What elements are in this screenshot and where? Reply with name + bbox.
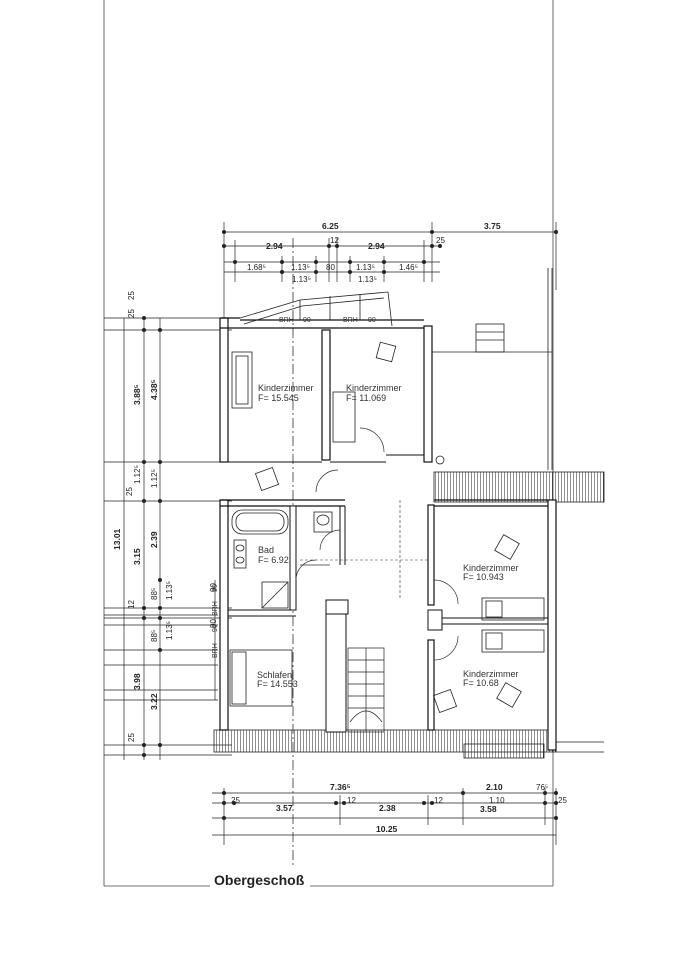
dim-left-3-15: 3.15 <box>132 548 142 565</box>
room-area-kinder1: F= 15.545 <box>258 393 299 403</box>
dim-top-1-13-a: 1.13⁵ <box>291 263 310 272</box>
window-label-brh-2: BRH <box>343 317 358 324</box>
dim-bottom-2-38: 2.38 <box>379 803 396 813</box>
door-swings <box>295 427 459 661</box>
interior-walls <box>228 454 548 733</box>
dim-bottom-2-10: 2.10 <box>486 782 503 792</box>
dim-left-1-13-a: 1.13⁵ <box>165 581 174 600</box>
dim-top-80: 80 <box>326 263 335 272</box>
dim-left-90-a: 90 <box>209 583 218 592</box>
dim-left-88-b: 88⁵ <box>150 630 159 642</box>
dim-top-2-94-right: 2.94 <box>368 241 385 251</box>
bay-window-top <box>239 291 393 327</box>
window-label-brh-1: BRH <box>279 317 294 324</box>
balcony-bottom-right <box>463 741 604 759</box>
bottom-dimension-ticks <box>222 791 558 820</box>
room-area-bad: F= 6.92 <box>258 555 289 565</box>
room-name-kinder1: Kinderzimmer <box>258 383 314 393</box>
room-name-kinder3: Kinderzimmer <box>463 563 519 573</box>
dim-left-90-b: 90 <box>209 619 218 628</box>
room-name-kinder4: Kinderzimmer <box>463 669 519 679</box>
window-label-90-4: 90 <box>212 624 219 632</box>
room-area-kinder3: F= 10.943 <box>463 572 504 582</box>
dim-bottom-25-left: 25 <box>231 796 240 805</box>
dim-bottom-7-36: 7.36⁵ <box>330 782 351 792</box>
top-dimension-chains <box>223 222 557 320</box>
dim-left-3-22: 3.22 <box>149 693 159 710</box>
dim-left-25-top2: 25 <box>127 291 136 300</box>
dim-left-1-13-b: 1.13⁵ <box>165 621 174 640</box>
left-dimension-ticks <box>142 316 162 757</box>
staircase <box>347 647 385 733</box>
page-title: Obergeschoß <box>214 872 305 888</box>
left-dimension-chains <box>104 317 232 760</box>
room-name-schlafen: Schlafen <box>257 670 292 680</box>
dim-left-1-12-a: 1.12⁵ <box>133 465 142 484</box>
dim-top-1-13-b: 1.13⁵ <box>356 263 375 272</box>
exterior-walls <box>219 317 557 751</box>
room-name-bad: Bad <box>258 545 274 555</box>
dim-left-1-12-b: 1.12⁵ <box>150 469 159 488</box>
dim-top-12: 12 <box>330 236 339 245</box>
dim-top-2-94-left: 2.94 <box>266 241 283 251</box>
dim-bottom-3-58: 3.58 <box>480 804 497 814</box>
dim-top-3-75: 3.75 <box>484 221 501 231</box>
room-area-schlafen: F= 14.553 <box>257 679 298 689</box>
dim-top-6-25: 6.25 <box>322 221 339 231</box>
dim-left-12: 12 <box>127 600 136 609</box>
dim-bottom-76: 76⁵ <box>536 783 548 792</box>
dim-bottom-12-a: 12 <box>347 796 356 805</box>
dim-left-25-top: 25 <box>127 309 136 318</box>
dim-top-1-46: 1.46⁵ <box>399 263 418 272</box>
dim-bottom-12-b: 12 <box>434 796 443 805</box>
dim-left-3-98: 3.98 <box>132 673 142 690</box>
window-label-90-2: 90 <box>368 317 376 324</box>
dim-left-total: 13.01 <box>112 528 122 550</box>
dim-bottom-25-right: 25 <box>558 796 567 805</box>
furniture <box>229 341 545 714</box>
top-dimension-ticks <box>222 230 558 274</box>
window-label-brh-4: BRH <box>212 643 219 658</box>
dim-top-1-13-c: 1.13⁵ <box>292 275 311 284</box>
room-area-kinder2: F= 11.069 <box>346 393 386 403</box>
window-label-90-3: 90 <box>212 584 219 592</box>
balcony-railing-right <box>433 471 605 503</box>
dim-bottom-1-10: 1.10 <box>489 796 505 805</box>
dim-bottom-10-25: 10.25 <box>376 824 398 834</box>
dim-left-4-38: 4.38⁵ <box>149 379 159 400</box>
dim-top-1-13-d: 1.13⁵ <box>358 275 377 284</box>
room-area-kinder4: F= 10.68 <box>463 678 499 688</box>
dim-left-25-bot: 25 <box>127 733 136 742</box>
room-name-kinder2: Kinderzimmer <box>346 383 402 393</box>
bottom-dimension-chains <box>212 788 557 845</box>
dim-left-25-mid: 25 <box>125 487 134 496</box>
dim-top-25: 25 <box>436 236 445 245</box>
left-terrace-lines <box>104 614 218 701</box>
dim-left-3-88: 3.88⁵ <box>132 384 142 405</box>
balcony-top-right <box>432 268 553 470</box>
window-label-90-1: 90 <box>303 317 311 324</box>
dim-left-2-39: 2.39 <box>149 531 159 548</box>
dim-top-1-68: 1.68⁵ <box>247 263 266 272</box>
dim-left-88-a: 88⁵ <box>150 588 159 600</box>
window-label-brh-3: BRH <box>212 601 219 616</box>
dim-bottom-3-57: 3.57 <box>276 803 293 813</box>
